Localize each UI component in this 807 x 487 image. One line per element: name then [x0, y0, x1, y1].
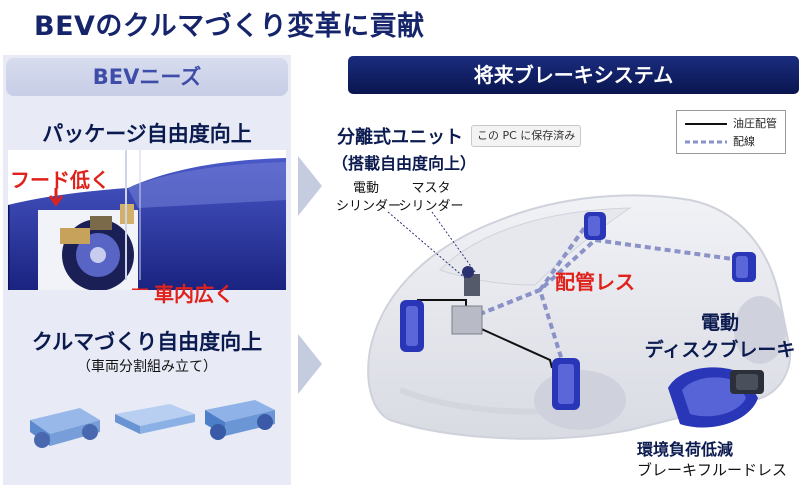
master-cylinder-line1: マスタ — [411, 181, 451, 196]
page-title: BEVのクルマづくり変革に貢献 — [34, 11, 425, 42]
separate-unit-subheading: （搭載自由度向上） — [332, 154, 477, 173]
electric-cylinder-line2: シリンダー — [336, 199, 402, 214]
transition-arrows — [298, 156, 322, 394]
center-module — [115, 404, 195, 434]
car-front-section-illustration — [8, 150, 286, 290]
future-brake-header: 将来ブレーキシステム — [348, 56, 799, 94]
master-cylinder-line2: シリンダー — [398, 199, 464, 214]
wiring-line — [538, 218, 592, 292]
fluidless-subheading: ブレーキフルードレス — [637, 461, 788, 479]
package-freedom-heading: パッケージ自由度向上 — [42, 122, 252, 146]
assembly-subheading: （車両分割組み立て） — [77, 359, 217, 375]
hood-lower-label: フード低く — [10, 168, 110, 192]
disc-brake-caliper-illustration — [668, 367, 764, 428]
front-module — [30, 408, 100, 448]
master-cylinder-label: マスタ シリンダー — [398, 180, 464, 216]
legend-oil-pipe: 油圧配管 — [733, 117, 777, 130]
front-left-caliper — [400, 300, 424, 352]
electric-cylinder-label: 電動 シリンダー — [336, 180, 402, 216]
wiring-line — [469, 287, 567, 371]
cabin-wider-label: 車内広く — [154, 282, 234, 306]
master-cylinder — [464, 274, 480, 296]
rear-module — [205, 400, 275, 440]
wiring-line — [469, 237, 741, 320]
electric-disc-brake-line1: 電動 — [700, 312, 739, 334]
saved-to-pc-badge[interactable]: この PC に保存済み — [471, 125, 582, 147]
assembly-freedom-heading: クルマづくり自由度向上 — [31, 330, 263, 354]
env-load-heading: 環境負荷低減 — [637, 440, 734, 459]
chevron-right-icon — [298, 334, 322, 394]
pipeless-label: 配管レス — [555, 270, 635, 294]
rear-right-caliper — [732, 252, 756, 282]
brake-unit — [451, 305, 483, 335]
rear-left-caliper — [584, 212, 606, 240]
separate-unit-heading: 分離式ユニット — [337, 127, 463, 148]
vehicle-modules-illustration — [30, 400, 275, 448]
legend-swatches — [685, 123, 727, 144]
legend: 油圧配管 配線 — [676, 110, 786, 154]
electric-disc-brake-line2: ディスクブレーキ — [644, 339, 796, 361]
legend-wiring: 配線 — [733, 135, 755, 148]
bev-needs-header: BEVニーズ — [6, 58, 288, 96]
electric-cylinder-line1: 電動 — [352, 181, 379, 196]
front-right-caliper — [552, 358, 580, 410]
chevron-right-icon — [298, 156, 322, 216]
electric-cylinder — [462, 266, 474, 278]
